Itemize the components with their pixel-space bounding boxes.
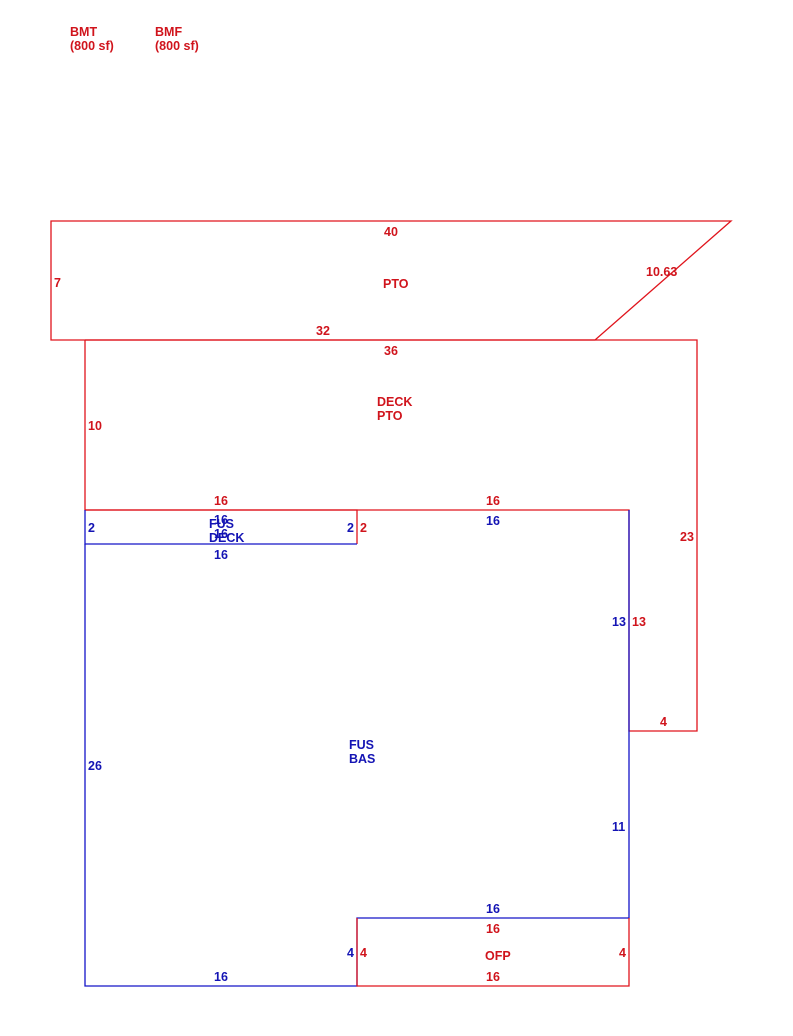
dim-label: 2: [360, 521, 367, 535]
summary-area: (800 sf): [70, 39, 114, 53]
area-label-fus-bas-1: FUS: [349, 738, 374, 752]
dim-label: 10: [88, 419, 102, 433]
dim-label: 13: [632, 615, 646, 629]
dim-label: 2: [88, 521, 95, 535]
dim-label: 16: [486, 970, 500, 984]
dim-label: 16: [214, 494, 228, 508]
area-label-deck-pto: PTO: [377, 409, 403, 423]
dim-label: 4: [660, 715, 667, 729]
dim-label: 16: [214, 527, 228, 541]
area-label-fus-deck: DECK: [209, 531, 244, 545]
dim-label: 10.63: [646, 265, 677, 279]
dim-label: 16: [486, 514, 500, 528]
area-label-ofp: OFP: [485, 949, 511, 963]
dim-label: 4: [360, 946, 367, 960]
summary-code: BMF: [155, 25, 182, 39]
dim-label: 13: [612, 615, 626, 629]
dim-label: 23: [680, 530, 694, 544]
summary-bmf: BMF (800 sf): [155, 25, 199, 53]
dim-label: 11: [612, 820, 625, 834]
dim-label: 36: [384, 344, 398, 358]
area-label-pto: PTO: [383, 277, 409, 291]
area-label-deck: DECK: [377, 395, 412, 409]
dim-label: 16: [486, 494, 500, 508]
dim-label: 16: [214, 513, 228, 527]
dim-label: 40: [384, 225, 398, 239]
summary-area: (800 sf): [155, 39, 199, 53]
dim-label: 7: [54, 276, 61, 290]
dim-label: 26: [88, 759, 102, 773]
ofp-outline: [356, 918, 630, 987]
dim-label: 4: [619, 946, 626, 960]
dim-label: 16: [214, 548, 228, 562]
fus-deck-red-edge: [85, 509, 358, 544]
area-label-fus: FUS: [209, 517, 234, 531]
dim-label: 16: [486, 902, 500, 916]
dim-label: 32: [316, 324, 330, 338]
dim-label: 4: [347, 946, 354, 960]
summary-bmt: BMT (800 sf): [70, 25, 114, 53]
area-label-fus-bas-2: BAS: [349, 752, 375, 766]
dim-label: 16: [486, 922, 500, 936]
dim-label: 2: [347, 521, 354, 535]
dim-label: 16: [214, 970, 228, 984]
summary-code: BMT: [70, 25, 97, 39]
